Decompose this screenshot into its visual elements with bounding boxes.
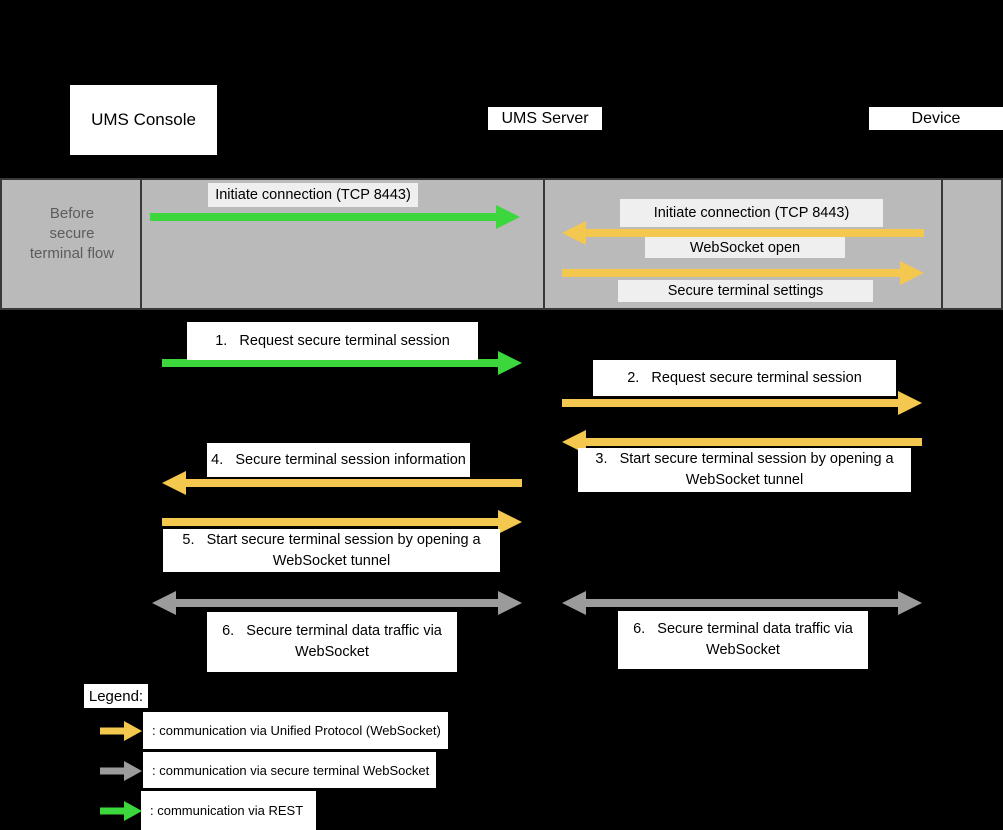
- arrow-shaft: [580, 599, 904, 607]
- arrowhead-left: [162, 471, 186, 495]
- arrow-shaft: [150, 213, 502, 221]
- step-2-unified-protocol-arrow: [562, 391, 922, 415]
- arrowhead-right: [898, 591, 922, 615]
- step-6-label-left: 6. Secure terminal data traffic via WebS…: [207, 612, 457, 672]
- lifeline-ums-console: [140, 180, 142, 308]
- legend-unified-protocol-arrow: [100, 721, 142, 741]
- step-5-unified-protocol-arrow: [162, 510, 522, 534]
- unified-protocol-arrow-server-to-device: [562, 261, 924, 285]
- step-6-websocket-arrow-console-server: [152, 591, 522, 615]
- step-4-label: 4. Secure terminal session information: [207, 443, 470, 477]
- arrow-shaft: [162, 518, 504, 526]
- legend-title: Legend:: [84, 684, 148, 708]
- arrowhead-right: [498, 510, 522, 534]
- before-flow-band: Before secure terminal flow Initiate con…: [0, 178, 1003, 310]
- band-message-initiate-connection-console: Initiate connection (TCP 8443): [208, 183, 418, 207]
- legend-item-secure-terminal-websocket: : communication via secure terminal WebS…: [143, 752, 436, 788]
- lifeline-ums-server: [543, 180, 545, 308]
- step-1-rest-arrow: [162, 351, 522, 375]
- arrowhead-right: [124, 801, 142, 821]
- band-title: Before secure terminal flow: [29, 205, 115, 262]
- unified-protocol-arrow-device-to-server: [562, 221, 924, 245]
- step-2-label: 2. Request secure terminal session: [593, 360, 896, 396]
- arrowhead-right: [898, 391, 922, 415]
- legend-item-unified-protocol: : communication via Unified Protocol (We…: [143, 712, 448, 749]
- step-5-label: 5. Start secure terminal session by open…: [163, 529, 500, 572]
- step-4-unified-protocol-arrow: [162, 471, 522, 495]
- actor-ums-console: UMS Console: [70, 85, 217, 155]
- arrow-shaft: [100, 807, 129, 815]
- arrowhead-right: [498, 351, 522, 375]
- step-1-label: 1. Request secure terminal session: [187, 322, 478, 360]
- legend-secure-terminal-websocket-arrow: [100, 761, 142, 781]
- step-6-websocket-arrow-server-device: [562, 591, 922, 615]
- arrow-shaft: [170, 599, 504, 607]
- step-6-label-right: 6. Secure terminal data traffic via WebS…: [618, 611, 868, 669]
- arrowhead-left: [562, 591, 586, 615]
- arrowhead-right: [496, 205, 520, 229]
- arrow-shaft: [580, 438, 922, 446]
- arrowhead-right: [900, 261, 924, 285]
- arrowhead-right: [124, 721, 142, 741]
- arrow-shaft: [562, 399, 904, 407]
- actor-device: Device: [869, 107, 1003, 130]
- arrow-shaft: [100, 727, 129, 735]
- arrowhead-right: [124, 761, 142, 781]
- legend-rest-arrow: [100, 801, 142, 821]
- actor-ums-server: UMS Server: [488, 107, 602, 130]
- step-3-label: 3. Start secure terminal session by open…: [578, 448, 911, 492]
- legend-item-rest: : communication via REST: [141, 791, 316, 830]
- lifeline-device: [941, 180, 943, 308]
- band-message-initiate-connection-device: Initiate connection (TCP 8443): [620, 199, 883, 227]
- arrowhead-left: [152, 591, 176, 615]
- band-message-websocket-open: WebSocket open: [645, 237, 845, 258]
- arrowhead-left: [562, 221, 586, 245]
- band-message-secure-terminal-settings: Secure terminal settings: [618, 280, 873, 302]
- arrow-shaft: [162, 359, 504, 367]
- rest-arrow-console-to-server: [150, 205, 520, 229]
- arrow-shaft: [180, 479, 522, 487]
- arrow-shaft: [100, 767, 129, 775]
- arrowhead-right: [498, 591, 522, 615]
- arrow-shaft: [562, 269, 906, 277]
- arrow-shaft: [580, 229, 924, 237]
